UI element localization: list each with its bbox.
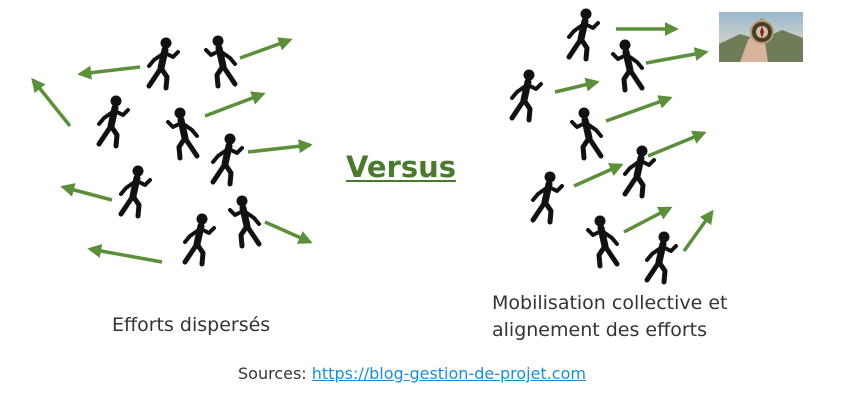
left-caption: Efforts dispersés [112,314,271,336]
arrow-icon [623,206,673,234]
sources-label: Sources: [238,364,312,383]
walking-person-icon [588,216,617,267]
walking-person-icon [512,70,541,121]
walking-person-icon [572,108,601,159]
walking-person-icon [533,172,562,223]
arrow-icon [647,130,707,158]
arrow-icon [77,65,141,80]
right-caption-line-2: alignement des efforts [492,319,707,341]
walking-person-icon [168,108,197,159]
walking-person-icon [99,96,128,147]
arrow-icon [573,163,624,188]
arrow-icon [60,183,113,202]
right-caption: Mobilisation collective et alignement de… [492,290,728,344]
sources-line: Sources: https://blog-gestion-de-projet.… [238,364,586,383]
versus-title: Versus [346,150,456,184]
arrows-group [31,22,714,264]
walking-person-icon [569,9,598,60]
compass-image [719,12,803,62]
walking-person-icon [647,232,676,283]
arrow-icon [264,220,313,244]
walking-person-icon [213,134,242,185]
arrow-icon [682,209,714,253]
walking-person-icon [185,214,214,265]
arrow-icon [605,95,673,123]
arrow-icon [645,47,709,65]
walking-person-icon [149,38,178,89]
walking-person-icon [206,36,235,87]
walking-person-icon [613,40,642,91]
arrow-icon [31,77,72,128]
arrow-icon [239,37,293,60]
walking-person-icon [230,196,259,247]
arrow-icon [554,77,600,94]
walking-person-icon [625,146,654,197]
arrow-icon [247,139,313,154]
figures-group [99,9,676,283]
walking-person-icon [121,166,150,217]
arrow-icon [87,244,163,264]
sources-link[interactable]: https://blog-gestion-de-projet.com [311,364,586,383]
arrow-icon [204,91,266,118]
right-caption-line-1: Mobilisation collective et [492,292,728,314]
